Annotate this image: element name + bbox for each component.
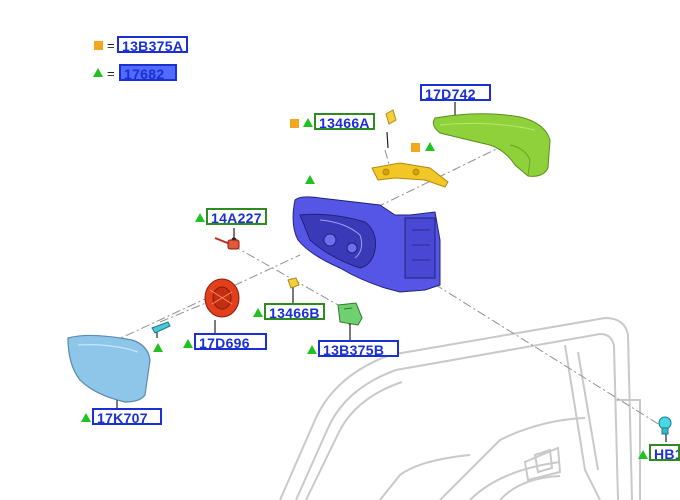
motor-17d696 — [204, 278, 240, 318]
legend-square-label[interactable]: 13B375A — [117, 36, 189, 54]
triangle-marker-icon — [183, 339, 193, 348]
square-marker-icon — [290, 119, 299, 128]
clip-13b375b — [337, 302, 363, 326]
connector-14a227 — [214, 237, 240, 250]
legend-equals-triangle: = — [107, 66, 115, 81]
triangle-marker-icon — [305, 175, 315, 184]
bracket-part — [371, 162, 449, 188]
callout-17k707[interactable]: 17K707 — [92, 408, 162, 426]
callout-13b375b[interactable]: 13B375B — [318, 340, 399, 358]
triangle-marker-icon — [425, 142, 435, 151]
callout-13466a[interactable]: 13466A — [314, 113, 375, 131]
triangle-marker-icon — [307, 345, 317, 354]
mirror-glass-17k707 — [67, 334, 151, 403]
mirror-cover-part — [432, 113, 551, 177]
triangle-marker-icon — [638, 450, 648, 459]
clip-13466b — [287, 277, 300, 289]
fastener-hb1 — [658, 416, 672, 435]
screw-13466a — [385, 109, 397, 125]
square-marker-icon — [94, 41, 103, 50]
triangle-marker-icon — [253, 308, 263, 317]
door-frame — [279, 316, 641, 500]
triangle-marker-icon — [303, 118, 313, 127]
triangle-marker-icon — [195, 213, 205, 222]
callout-hb1[interactable]: HB1 — [649, 444, 680, 461]
triangle-marker-icon — [93, 68, 103, 77]
callout-17d696[interactable]: 17D696 — [194, 333, 267, 351]
triangle-marker-icon — [81, 413, 91, 422]
square-marker-icon — [411, 143, 420, 152]
legend-triangle-label[interactable]: 17682 — [119, 64, 177, 82]
mirror-housing-part — [292, 196, 441, 293]
triangle-marker-icon — [153, 343, 163, 352]
small-cyan-part — [151, 321, 171, 334]
callout-14a227[interactable]: 14A227 — [206, 208, 267, 226]
legend-equals-square: = — [107, 38, 115, 53]
callout-13466b[interactable]: 13466B — [264, 303, 325, 321]
callout-17d742[interactable]: 17D742 — [420, 84, 491, 102]
